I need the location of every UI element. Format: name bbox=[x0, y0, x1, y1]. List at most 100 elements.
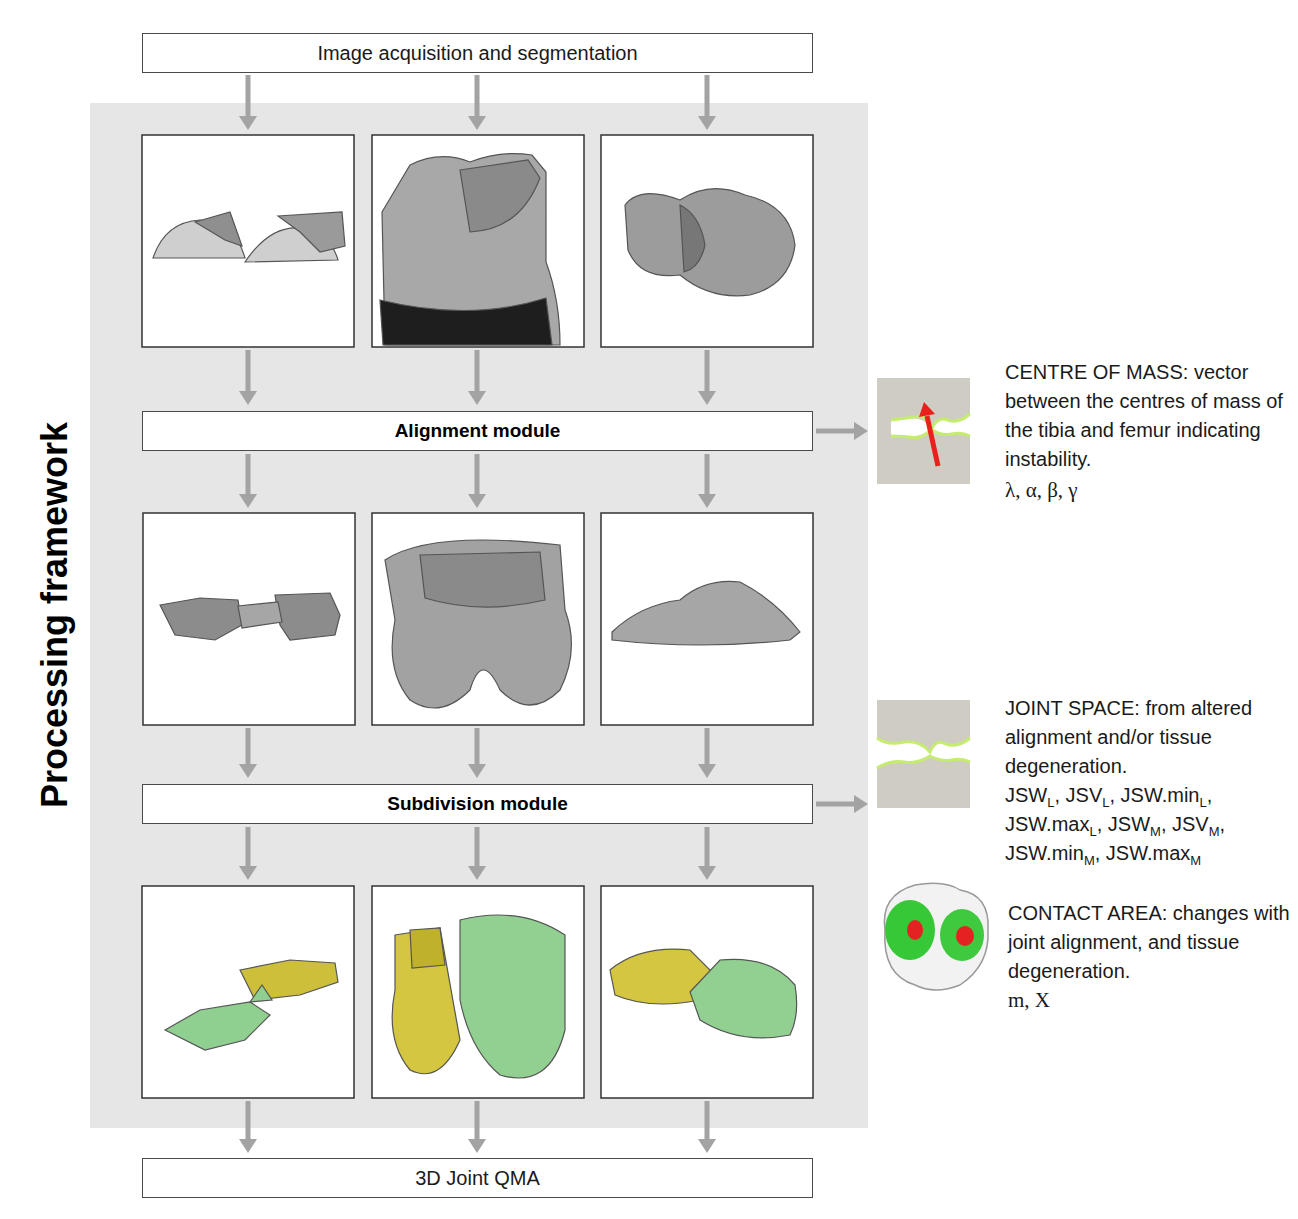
flow-arrow-part bbox=[246, 75, 251, 116]
contact-area-icon-part bbox=[940, 909, 984, 961]
flow-arrow-part bbox=[705, 827, 710, 866]
contact-area-icon-part bbox=[956, 926, 974, 946]
flow-arrow-part bbox=[475, 454, 480, 494]
contact-area-icon-part bbox=[884, 883, 988, 990]
flow-arrow-part bbox=[246, 454, 251, 494]
flow-arrow-part bbox=[698, 764, 716, 778]
module-box: Subdivision module bbox=[142, 784, 813, 824]
bone-render-part bbox=[165, 1002, 270, 1050]
parameter-symbols: m, X bbox=[1008, 986, 1290, 1015]
centre-of-mass-icon-part bbox=[927, 416, 938, 466]
box-label: 3D Joint QMA bbox=[415, 1167, 539, 1190]
image-panel-part bbox=[601, 135, 813, 347]
subscript: L bbox=[1200, 795, 1207, 810]
contact-area-icon-part bbox=[885, 900, 935, 960]
bone-render-part bbox=[690, 959, 797, 1038]
module-box: Alignment module bbox=[142, 411, 813, 451]
process-box: Image acquisition and segmentation bbox=[142, 33, 813, 73]
bone-render-part bbox=[380, 298, 552, 345]
flow-arrow-part bbox=[854, 795, 868, 813]
flow-arrow-part bbox=[246, 1101, 251, 1139]
image-panel-part bbox=[372, 135, 584, 347]
bone-render-part bbox=[460, 160, 540, 232]
flow-arrow-part bbox=[468, 116, 486, 130]
bone-render-part bbox=[612, 581, 800, 645]
bone-render-part bbox=[385, 540, 571, 708]
box-label: Alignment module bbox=[395, 420, 561, 442]
bone-render-part bbox=[240, 960, 338, 1000]
subscript: M bbox=[1209, 824, 1220, 839]
subscript: M bbox=[1190, 853, 1201, 868]
flow-arrow-part bbox=[468, 391, 486, 405]
flow-arrow-part bbox=[854, 422, 868, 440]
joint-space-icon-part bbox=[877, 756, 970, 768]
callout-text: CONTACT AREA: changes with joint alignme… bbox=[1008, 899, 1290, 986]
framework-band-fill-part bbox=[90, 103, 868, 1128]
flow-arrow-part bbox=[475, 728, 480, 764]
flow-arrow-part bbox=[239, 116, 257, 130]
image-panel-part bbox=[372, 513, 584, 725]
flow-arrow-part bbox=[475, 75, 480, 116]
joint-space-icon-part bbox=[877, 700, 970, 752]
flow-arrow-part bbox=[705, 75, 710, 116]
subscript: L bbox=[1047, 795, 1054, 810]
flow-arrow-part bbox=[475, 1101, 480, 1139]
contact-area-icon bbox=[884, 883, 988, 990]
flow-arrow-part bbox=[698, 1139, 716, 1153]
image-panel-part bbox=[601, 886, 813, 1098]
bone-render-part bbox=[278, 212, 345, 252]
image-panel bbox=[142, 135, 813, 1098]
flow-arrow-part bbox=[246, 728, 251, 764]
bone-render-part bbox=[420, 552, 545, 607]
bone-render-part bbox=[238, 602, 282, 628]
bone-render bbox=[153, 154, 800, 1078]
box-label: Image acquisition and segmentation bbox=[317, 42, 637, 65]
callout-text: CENTRE OF MASS: vector between the centr… bbox=[1005, 358, 1290, 474]
image-panel-part bbox=[142, 886, 354, 1098]
flow-arrow-part bbox=[475, 827, 480, 866]
subscript: M bbox=[1150, 824, 1161, 839]
parameter-symbols: λ, α, β, γ bbox=[1005, 476, 1290, 505]
bone-render-part bbox=[250, 985, 272, 1002]
framework-band: Processing frameworkAlignment moduleSubd… bbox=[90, 103, 868, 1128]
flow-arrow-part bbox=[468, 764, 486, 778]
flow-arrow-part bbox=[239, 494, 257, 508]
image-panel-part bbox=[143, 513, 355, 725]
flow-arrow-part bbox=[246, 827, 251, 866]
joint-space-icon-part bbox=[877, 738, 970, 752]
flow-arrow-part bbox=[705, 728, 710, 764]
flow-arrow-part bbox=[239, 1139, 257, 1153]
bone-render-part bbox=[275, 593, 340, 640]
bone-render-part bbox=[680, 205, 705, 272]
flow-arrow-part bbox=[705, 350, 710, 391]
centre-of-mass-icon-part bbox=[919, 402, 935, 417]
flow-arrow-part bbox=[239, 764, 257, 778]
flow-arrow-part bbox=[239, 391, 257, 405]
flow-arrow-part bbox=[246, 350, 251, 391]
centre-of-mass-icon bbox=[877, 378, 970, 484]
box-label: Subdivision module bbox=[387, 793, 568, 815]
bone-render-part bbox=[410, 928, 445, 968]
image-panel-part bbox=[142, 135, 354, 347]
image-panel-part bbox=[601, 513, 813, 725]
flow-arrow-part bbox=[468, 1139, 486, 1153]
parameter-symbols: JSWL, JSVL, JSW.minL, JSW.maxL, JSWM, JS… bbox=[1005, 781, 1290, 868]
flow-arrow-part bbox=[705, 454, 710, 494]
flow-arrow-part bbox=[698, 494, 716, 508]
callout-text: JOINT SPACE: from altered alignment and/… bbox=[1005, 694, 1290, 781]
flow-arrow bbox=[239, 75, 868, 1153]
process-box: 3D Joint QMA bbox=[142, 1158, 813, 1198]
bone-render-part bbox=[160, 598, 242, 640]
bone-render-part bbox=[195, 212, 242, 246]
subscript: M bbox=[1084, 853, 1095, 868]
flow-arrow-part bbox=[468, 494, 486, 508]
bone-render-part bbox=[625, 189, 795, 296]
flow-arrow-part bbox=[698, 391, 716, 405]
band-heading: Processing framework bbox=[34, 422, 76, 808]
flow-arrow-part bbox=[816, 429, 854, 434]
bone-render-part bbox=[460, 915, 565, 1078]
flow-arrow-part bbox=[239, 866, 257, 880]
flow-arrow-part bbox=[705, 1101, 710, 1139]
